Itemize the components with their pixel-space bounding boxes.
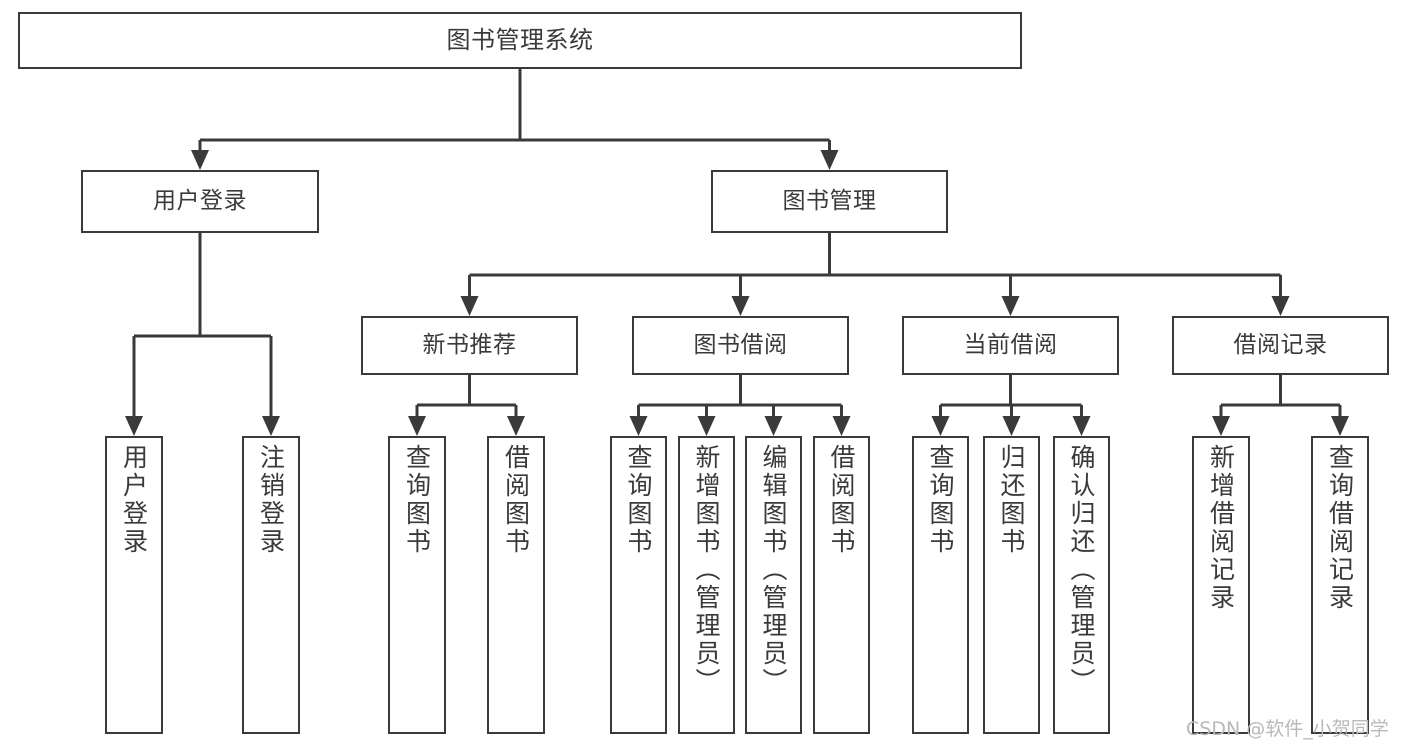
- node-b-query[interactable]: 查询图书: [610, 436, 667, 734]
- node-bookmgmt[interactable]: 图书管理: [711, 170, 948, 233]
- node-root[interactable]: 图书管理系统: [18, 12, 1022, 69]
- node-label: 用户登录: [119, 444, 149, 556]
- node-label: 确认归还（管理员）: [1067, 444, 1096, 696]
- node-c-return[interactable]: 归还图书: [983, 436, 1040, 734]
- node-label: 用户登录: [153, 187, 247, 214]
- node-label: 归还图书: [997, 444, 1026, 556]
- node-b-borrow[interactable]: 借阅图书: [813, 436, 870, 734]
- node-label: 借阅图书: [827, 444, 856, 556]
- node-label: 注销登录: [256, 444, 286, 556]
- node-l-login[interactable]: 用户登录: [105, 436, 163, 734]
- node-newbook[interactable]: 新书推荐: [361, 316, 578, 375]
- node-label: 编辑图书（管理员）: [759, 444, 788, 696]
- node-records[interactable]: 借阅记录: [1172, 316, 1389, 375]
- node-login[interactable]: 用户登录: [81, 170, 319, 233]
- node-n-borrow[interactable]: 借阅图书: [487, 436, 545, 734]
- node-r-query[interactable]: 查询借阅记录: [1311, 436, 1369, 734]
- node-c-confirm[interactable]: 确认归还（管理员）: [1053, 436, 1110, 734]
- node-l-logout[interactable]: 注销登录: [242, 436, 300, 734]
- node-label: 新增图书（管理员）: [692, 444, 721, 696]
- node-label: 查询图书: [926, 444, 955, 556]
- node-label: 图书管理系统: [446, 26, 594, 55]
- node-r-add[interactable]: 新增借阅记录: [1192, 436, 1250, 734]
- node-c-query[interactable]: 查询图书: [912, 436, 969, 734]
- node-label: 当前借阅: [963, 331, 1058, 358]
- node-label: 图书管理: [782, 187, 877, 214]
- node-current[interactable]: 当前借阅: [902, 316, 1119, 375]
- node-label: 借阅记录: [1233, 331, 1328, 358]
- watermark: CSDN @软件_小贺同学: [1186, 718, 1389, 740]
- node-b-edit[interactable]: 编辑图书（管理员）: [745, 436, 802, 734]
- node-label: 新书推荐: [422, 331, 517, 358]
- node-label: 图书借阅: [693, 331, 788, 358]
- node-b-add[interactable]: 新增图书（管理员）: [678, 436, 735, 734]
- node-label: 借阅图书: [501, 444, 531, 556]
- node-label: 新增借阅记录: [1206, 444, 1236, 612]
- node-n-query[interactable]: 查询图书: [388, 436, 446, 734]
- node-label: 查询图书: [402, 444, 432, 556]
- node-label: 查询图书: [624, 444, 653, 556]
- node-label: 查询借阅记录: [1325, 444, 1355, 612]
- node-borrow[interactable]: 图书借阅: [632, 316, 849, 375]
